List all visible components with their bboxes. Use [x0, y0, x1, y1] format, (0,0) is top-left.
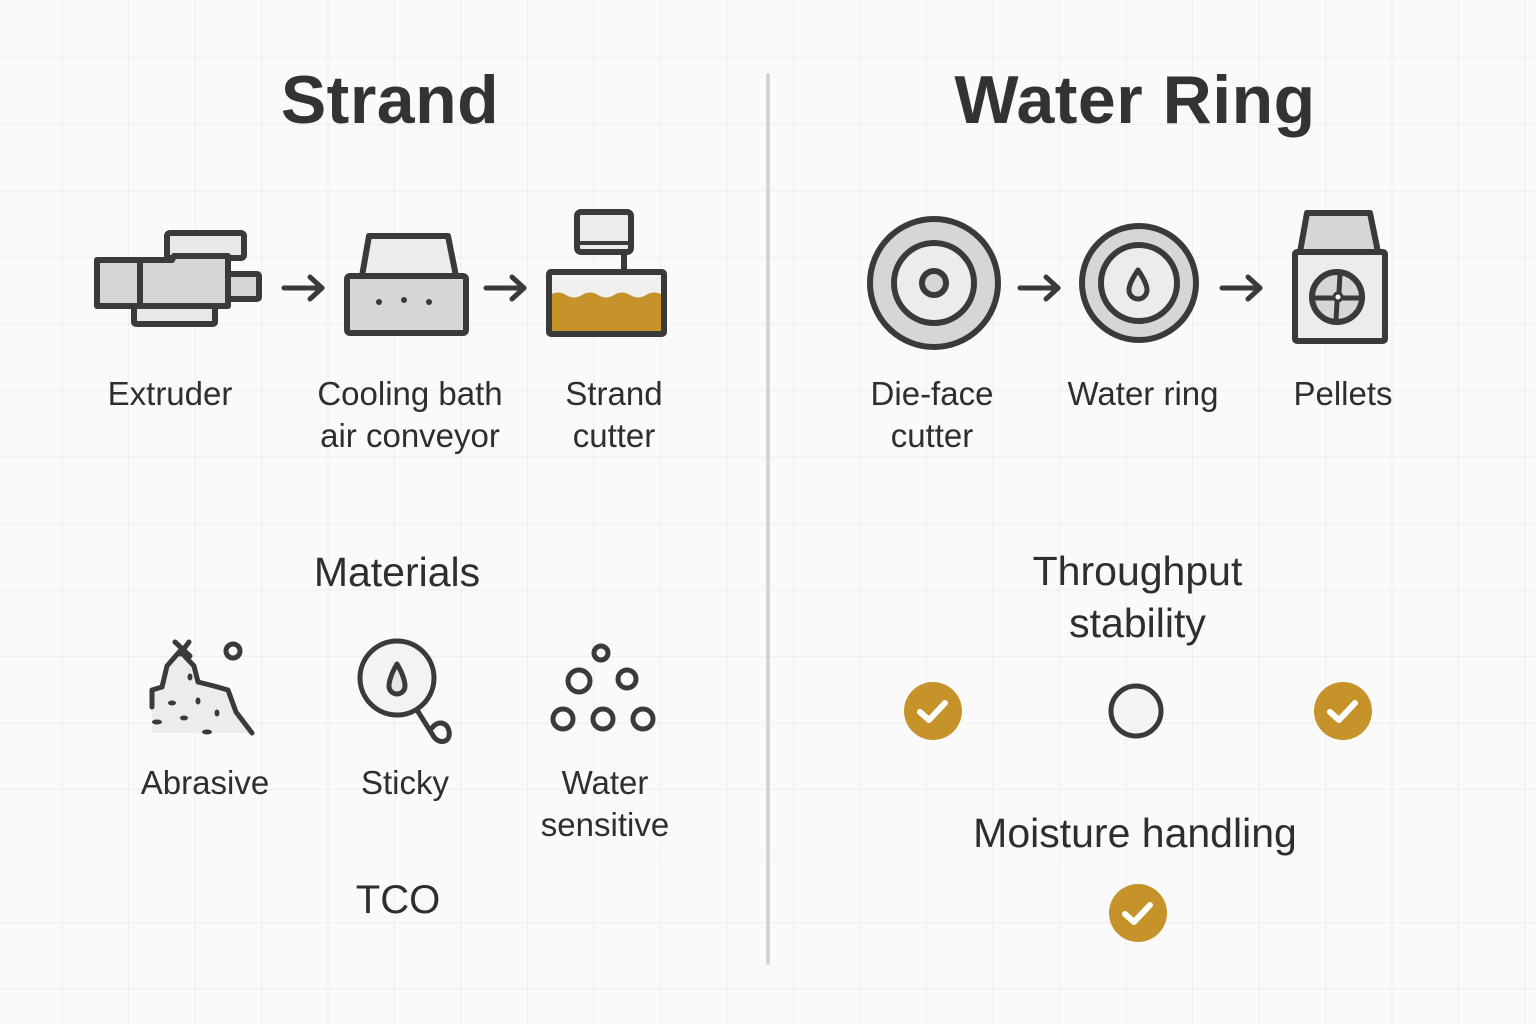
check-circle-icon [904, 682, 962, 740]
process-label-pellets: Pellets [1293, 375, 1393, 412]
tco-label: TCO [355, 878, 441, 922]
arrow-right-icon [1017, 274, 1061, 302]
process-label-water-ring: Water ring [1067, 375, 1219, 412]
cooling-bath-icon [344, 233, 469, 336]
abrasive-icon [149, 639, 255, 736]
arrow-right-icon [1219, 274, 1263, 302]
material-label-water-sensitive: Water sensitive [540, 764, 670, 843]
pellets-icon [1292, 210, 1388, 344]
strand-title: Strand [280, 62, 500, 138]
materials-heading: Materials [313, 549, 481, 595]
arrow-right-icon [483, 274, 527, 302]
material-label-abrasive: Abrasive [140, 764, 270, 801]
process-label-die-face-cutter: Die-face cutter [870, 375, 994, 454]
throughput-stability-heading: Throughput stability [1032, 548, 1243, 646]
check-circle-icon [1314, 682, 1372, 740]
process-label-strand-cutter: Strand cutter [565, 375, 663, 454]
arrow-right-icon [281, 274, 325, 302]
sticky-icon [357, 638, 452, 744]
water-sensitive-icon [550, 643, 656, 732]
water-ring-title: Water Ring [954, 62, 1316, 138]
process-label-cooling-bath: Cooling bath air conveyor [317, 375, 503, 454]
moisture-handling-heading: Moisture handling [973, 810, 1297, 856]
check-circle-icon [1109, 884, 1167, 942]
process-label-extruder: Extruder [107, 375, 233, 412]
center-divider [766, 73, 770, 965]
extruder-icon [94, 230, 262, 327]
water-ring-icon [1079, 223, 1199, 343]
die-face-cutter-icon [867, 216, 1001, 350]
empty-circle-icon [1108, 683, 1164, 739]
material-label-sticky: Sticky [360, 764, 449, 801]
strand-cutter-icon [546, 209, 667, 337]
